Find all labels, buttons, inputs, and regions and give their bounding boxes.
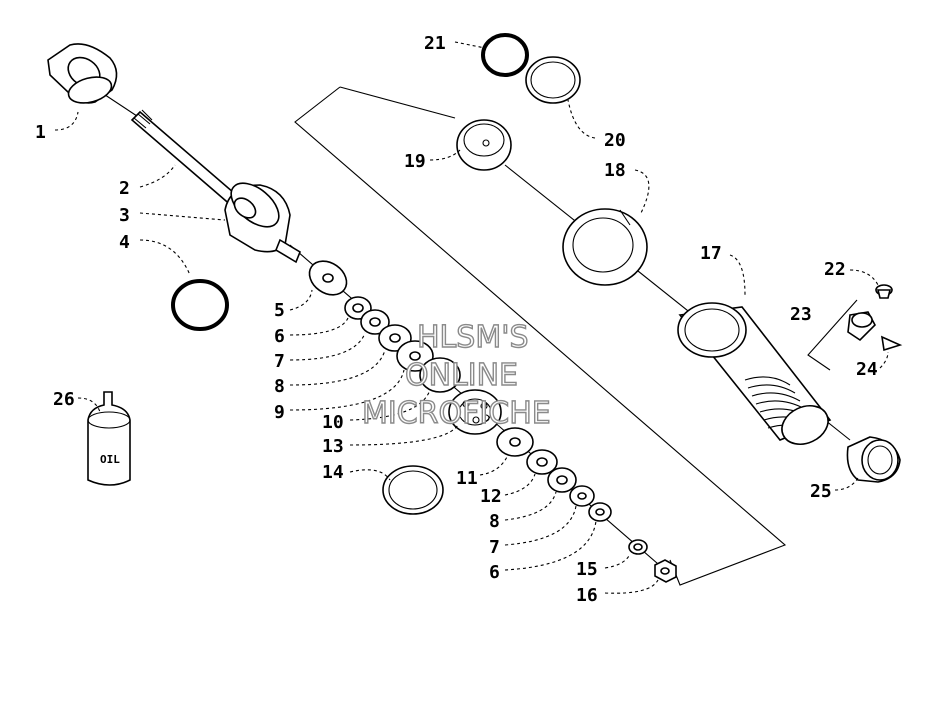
- watermark-line-3: MICROFICHE: [362, 396, 551, 431]
- watermark: HLSM'S ONLINE MICROFICHE: [361, 319, 551, 431]
- part-17-shock-body: [677, 302, 832, 446]
- leader-2: [139, 164, 176, 188]
- leader-8a: [289, 349, 386, 386]
- part-4-o-ring: [171, 279, 229, 331]
- part-26-oil-bottle: OIL: [87, 391, 131, 486]
- callout-5: 5: [274, 300, 285, 321]
- leader-7b: [504, 505, 577, 546]
- callout-19: 19: [404, 151, 426, 172]
- callout-9: 9: [274, 402, 285, 423]
- leader-7a: [289, 332, 366, 361]
- callout-8b: 8: [489, 511, 500, 532]
- leader-20: [567, 99, 596, 139]
- callout-4: 4: [119, 232, 130, 253]
- leader-26: [77, 397, 101, 413]
- part-7-washer: [360, 309, 390, 335]
- watermark-line-2: ONLINE: [405, 358, 518, 393]
- part-22-screw: [875, 284, 893, 299]
- leader-12: [504, 473, 536, 496]
- callout-7b: 7: [489, 537, 500, 558]
- leader-6a: [289, 317, 349, 336]
- callout-13: 13: [322, 436, 344, 457]
- callout-2: 2: [119, 178, 130, 199]
- watermark-line-1: HLSM'S: [417, 320, 529, 355]
- part-12-washer: [526, 449, 558, 475]
- part-9-washer: [396, 340, 434, 372]
- leader-15: [604, 553, 631, 569]
- callout-18: 18: [604, 160, 626, 181]
- part-10-shim: [419, 357, 461, 393]
- callout-6a: 6: [274, 326, 285, 347]
- part-1-eyelet: [47, 43, 118, 104]
- part-7b-washer: [569, 485, 595, 507]
- part-15-lock-washer: [628, 539, 648, 555]
- leader-19: [429, 149, 461, 161]
- part-18-spring-retainer: [562, 208, 648, 286]
- leader-1: [54, 111, 79, 131]
- leader-10: [349, 389, 431, 421]
- callout-1: 1: [35, 122, 46, 143]
- leader-18: [634, 169, 650, 216]
- callout-20: 20: [604, 130, 626, 151]
- part-23-valve: [847, 311, 876, 342]
- leader-21: [454, 41, 486, 49]
- callout-14: 14: [322, 462, 344, 483]
- leader-16: [604, 579, 659, 594]
- callout-21: 21: [424, 33, 446, 54]
- callout-24: 24: [856, 359, 878, 380]
- part-23-bracket: [807, 299, 858, 371]
- part-11-washer: [496, 427, 534, 457]
- part-20-ring: [525, 56, 581, 104]
- part-5-washer: [308, 260, 348, 296]
- part-19-seal-head: [456, 119, 512, 171]
- part-8b-washer: [547, 467, 577, 493]
- part-13-piston: [448, 389, 502, 435]
- callout-26: 26: [53, 389, 75, 410]
- leader-24: [879, 351, 889, 369]
- callout-17: 17: [700, 243, 722, 264]
- part-25-lower-bushing: [846, 436, 901, 483]
- leader-14: [349, 469, 391, 481]
- leader-13: [349, 424, 459, 446]
- part-6b-washer: [588, 502, 612, 522]
- callout-16: 16: [576, 585, 598, 606]
- callout-22: 22: [824, 259, 846, 280]
- leader-8b: [504, 491, 557, 521]
- leader-3: [139, 212, 226, 221]
- callout-11: 11: [456, 468, 478, 489]
- leader-17: [729, 254, 746, 296]
- leader-22: [849, 269, 879, 286]
- callout-23: 23: [790, 304, 812, 325]
- leader-5: [289, 289, 313, 311]
- leader-6b: [504, 520, 597, 571]
- part-14-piston-band: [382, 465, 444, 515]
- callout-15: 15: [576, 559, 598, 580]
- subassembly-outline-top: [339, 86, 456, 119]
- callout-7a: 7: [274, 351, 285, 372]
- callout-10: 10: [322, 412, 344, 433]
- part-21-o-ring: [481, 33, 529, 77]
- part-24-cap: [880, 335, 903, 352]
- callout-6b: 6: [489, 562, 500, 583]
- leader-11: [479, 454, 509, 476]
- leader-4: [139, 239, 191, 276]
- part-16-nut: [654, 559, 677, 583]
- callout-8a: 8: [274, 376, 285, 397]
- oil-bottle-label: OIL: [100, 453, 120, 466]
- callout-25: 25: [810, 481, 832, 502]
- part-3-shaft-end: [224, 182, 301, 264]
- leader-25: [834, 477, 859, 491]
- callout-3: 3: [119, 205, 130, 226]
- callout-12: 12: [480, 486, 502, 507]
